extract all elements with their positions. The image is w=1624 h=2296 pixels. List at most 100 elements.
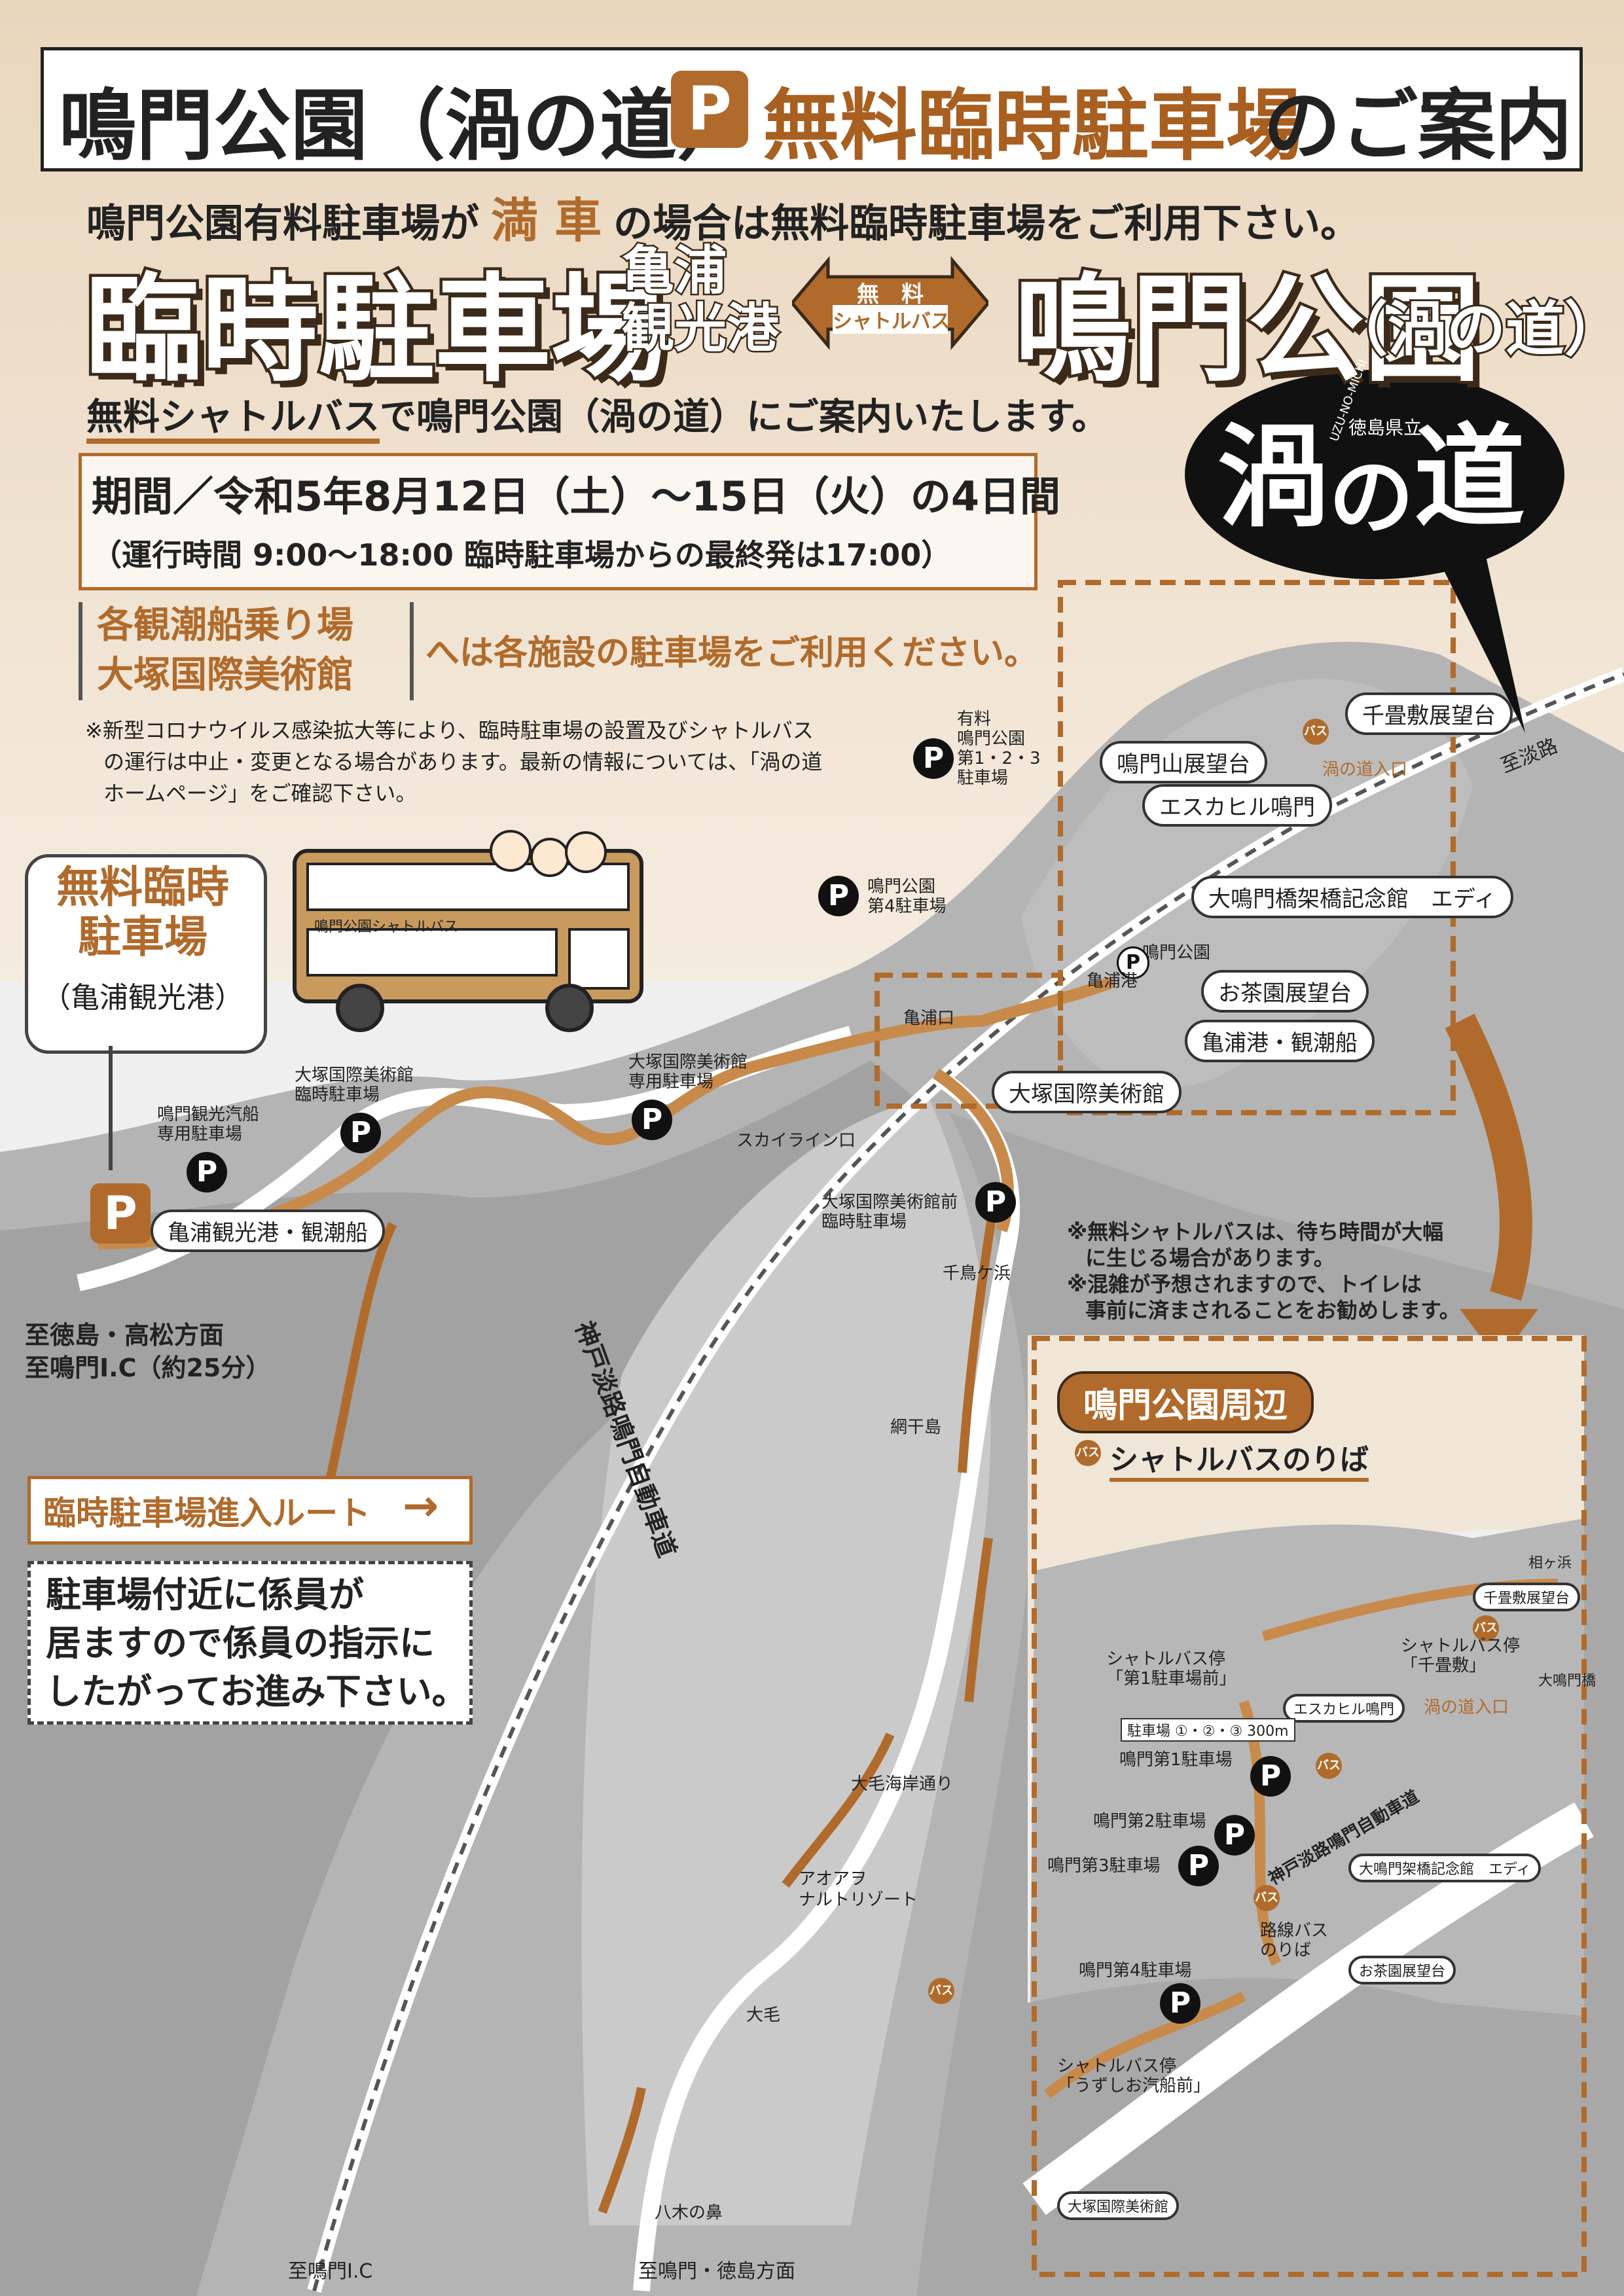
parking-pin-paid[interactable]: P [913,738,954,779]
temp-parking-line-1: 無料臨時 [56,862,229,912]
inset-stop-park1-2: 「第1駐車場前」 [1106,1669,1236,1689]
title-box [41,47,1583,171]
uzunomichi-logo: 徳島県立 渦 の 道 UZU-NO-MICHI [1218,357,1532,563]
inset-ochaen: お茶園展望台 [1348,1956,1456,1984]
temp-parking-location: （亀浦観光港） [42,981,244,1014]
banner-kameura-1: 亀浦 [621,240,729,301]
wait-line-1: ※無料シャトルバスは、待ち時間が大幅 [1067,1219,1444,1244]
staff-line-1: 駐車場付近に係員が [46,1574,364,1615]
label-skyline: スカイライン口 [736,1131,856,1151]
temp-parking-line-2: 駐車場 [78,912,208,962]
label-to-naruto-ic: 至鳴門I.C [288,2260,373,2283]
label-omoge: 大毛 [746,2005,781,2025]
inset-parking-pin-2[interactable]: P [1214,1815,1255,1856]
bus-sign: 鳴門公園シャトルバス [314,919,459,935]
inset-title: 鳴門公園周辺 [1057,1371,1314,1433]
inset-route-bus-2: のりば [1260,1941,1312,1960]
bus-stop-icon[interactable]: バス [1303,719,1329,745]
shuttle-bus-label: シャトルバス [833,305,950,334]
label-otsuka-front-2: 臨時駐車場 [821,1212,907,1232]
label-otsuka-temp-2: 臨時駐車場 [295,1085,380,1105]
inset-stop-uzushio-1: シャトルバス停 [1057,2056,1177,2076]
inset-distance: 駐車場 ①・②・③ 300m [1121,1718,1295,1742]
inset-bridge-museum: 大鳴門架橋記念館 エディ [1348,1854,1542,1882]
label-omoge-kaigan: 大毛海岸通り [851,1774,954,1794]
route-legend [27,1476,473,1545]
facility-text: へは各施設の駐車場をご利用ください。 [425,634,1039,673]
inset-bus-stop-uzushio[interactable]: バス [928,1978,954,2004]
title-text-park: 鳴門公園（渦の道） [59,81,755,171]
inset-route-bus-icon[interactable]: バス [1254,1885,1280,1911]
facility-list: 各観潮船乗り場 大塚国際美術館 [97,601,353,700]
logo-pref: 徳島県立 [1348,417,1422,439]
inset-stop-senjojiki-2: 「千畳敷」 [1401,1656,1487,1676]
wait-note: ※無料シャトルバスは、待ち時間が大幅 に生じる場合があります。 ※混雑が予想され… [1067,1219,1460,1323]
logo-uzu: 渦 [1218,413,1329,543]
inset-bus-stop-senjojiki[interactable]: バス [1473,1615,1499,1641]
facility-bracket [79,602,414,700]
label-kameura-port: 亀浦港 [1087,971,1138,991]
temp-parking-pin[interactable]: P [90,1183,151,1244]
intro-text-a: 鳴門公園有料駐車場が [86,201,479,247]
inset-stop-senjojiki-1: シャトルバス停 [1401,1636,1521,1656]
inset-parking-pin-1[interactable]: P [1250,1756,1291,1797]
inset-stop-park1-1: シャトルバス停 [1106,1649,1226,1669]
banner-uzunomichi: （渦の道） [1327,293,1624,366]
label-amihoshi: 網干島 [890,1418,942,1437]
covid-line-2: の運行は中止・変更となる場合があります。最新の情報については、「渦の道 [103,749,823,774]
inset-otsuka: 大塚国際美術館 [1057,2191,1180,2220]
label-kameura-kanchosen: 亀浦港・観潮船 [1185,1020,1375,1062]
label-park4: 鳴門公園 第4駐車場 [867,877,947,916]
label-to-tokushima-2: 至鳴門I.C（約25分） [25,1354,271,1382]
period-hours: （運行時間 9:00〜18:00 臨時駐車場からの最終発は17:00） [92,537,952,573]
staff-note-box [27,1561,473,1725]
covid-line-1: ※新型コロナウイルス感染拡大等により、臨時駐車場の設置及びシャトルバス [85,718,814,743]
label-park4-1: 鳴門公園 [867,877,936,897]
logo-michi: 道 [1414,413,1526,543]
full-badge: 満 車 [491,193,602,248]
label-to-tokushima-1: 至徳島・高松方面 [25,1321,225,1350]
inset-stop-uzushio-2: 「うずしお汽船前」 [1057,2076,1211,2096]
inset-parking-pin-4[interactable]: P [1160,1983,1200,2024]
intro-text-b: の場合は無料臨時駐車場をご利用下さい。 [613,201,1360,247]
shuttle-arrow-badge: 無 料 シャトルバス [789,254,991,352]
wait-line-4: 事前に済まされることをお勧めします。 [1085,1298,1460,1323]
period-box [79,453,1038,590]
inset-park3-label: 鳴門第3駐車場 [1047,1856,1161,1876]
bus-icon [293,830,643,1032]
covid-line-3: ホームページ」をご確認下さい。 [103,781,417,806]
parking-icon: P [671,71,748,148]
label-otsuka-temp: 大塚国際美術館 臨時駐車場 [295,1066,414,1105]
parking-pin-otsuka-private[interactable]: P [632,1100,672,1140]
inset-park2-label: 鳴門第2駐車場 [1093,1812,1206,1831]
parking-pin-kanko-kisen[interactable]: P [187,1152,227,1193]
parking-pin-otsuka-temp[interactable]: P [340,1113,381,1153]
covid-note: ※新型コロナウイルス感染拡大等により、臨時駐車場の設置及びシャトルバス の運行は… [85,715,822,809]
inset-parking-pin-3[interactable]: P [1178,1846,1219,1886]
inset-bus-stop-icon: バス [1075,1440,1101,1466]
label-bridge-museum: 大鳴門橋架橋記念館 エディ [1191,876,1513,918]
label-otsuka-front: 大塚国際美術館前 臨時駐車場 [821,1193,958,1232]
label-kanko-kisen: 鳴門観光汽船 専用駐車場 [157,1105,259,1144]
route-legend-label: 臨時駐車場進入ルート [43,1494,370,1532]
label-uzu-entrance: 渦の道入口 [1322,760,1408,780]
label-otsuka-private-1: 大塚国際美術館 [628,1052,748,1072]
parking-pin-otsuka-front[interactable]: P [975,1182,1016,1223]
label-otsuka-private: 大塚国際美術館 専用駐車場 [628,1052,748,1092]
parking-pin-kameura[interactable]: P [1117,946,1149,979]
period-dates: 期間／令和5年8月12日（土）〜15日（火）の4日間 [92,473,1060,520]
guide-rest-text: で鳴門公園（渦の道）にご案内いたします。 [380,396,1109,439]
wait-line-2: に生じる場合があります。 [1085,1246,1335,1270]
label-paid-2: 鳴門公園 [957,729,1026,749]
inset-escahill: エスカヒル鳴門 [1283,1694,1405,1723]
label-senjojiki: 千畳敷展望台 [1345,692,1513,735]
inset-route-bus-1: 路線バス [1260,1921,1329,1941]
guide-line: 無料シャトルバスで鳴門公園（渦の道）にご案内いたします。 [86,387,1109,444]
label-kameura-kancho-bottom: 亀浦観光港・観潮船 [151,1210,385,1252]
inset-bus-stop-park1[interactable]: バス [1316,1753,1342,1779]
label-to-naruto-tokushima: 至鳴門・徳島方面 [638,2260,795,2283]
route-legend-arrow-icon: → [403,1480,439,1531]
label-narutoyama: 鳴門山展望台 [1100,741,1267,783]
parking-pin-4[interactable]: P [818,876,859,916]
banner-kameura: 亀浦 観光港 [621,240,781,359]
